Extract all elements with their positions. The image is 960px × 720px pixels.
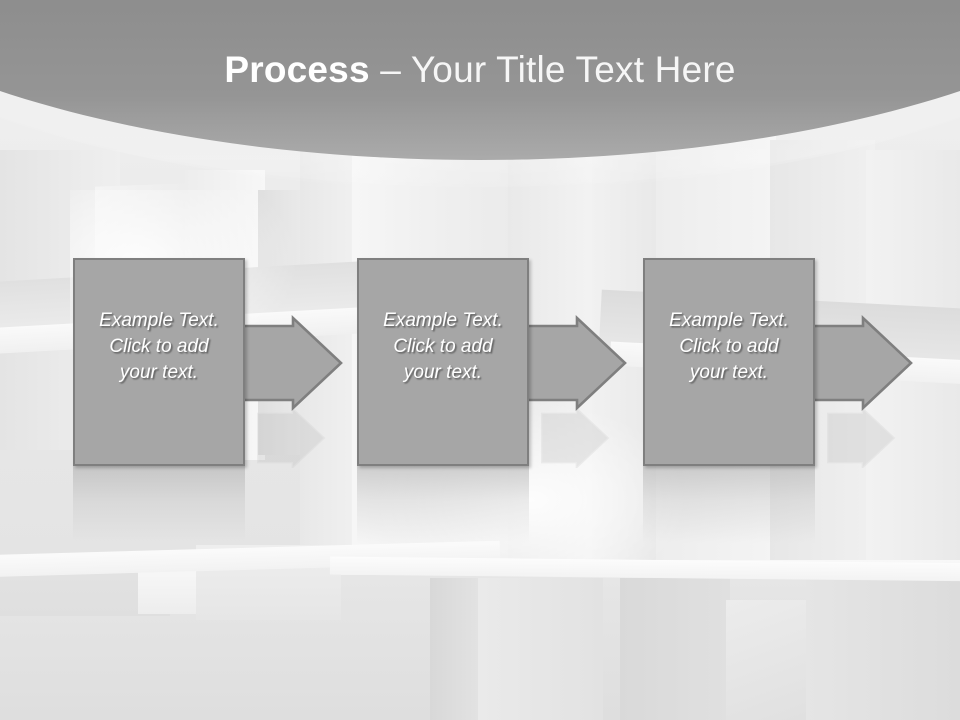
arrow-reflection (241, 406, 341, 470)
step-text-2: Example Text. Click to add your text. (359, 308, 527, 386)
header-band-sheen (0, 0, 960, 190)
title-light-part: Your Title Text Here (410, 49, 736, 90)
step-box-2[interactable]: Example Text. Click to add your text. (357, 258, 529, 466)
page-title: Process – Your Title Text Here (0, 48, 960, 92)
step-text-line-3: your text. (689, 362, 769, 383)
step-reflection (357, 465, 529, 543)
background-shape (138, 566, 196, 614)
step-text-line-2: Click to add (393, 336, 493, 357)
background-shape (806, 578, 960, 720)
step-text-line-2: Click to add (679, 336, 779, 357)
arrow-right-icon-1 (239, 314, 343, 412)
step-text-1: Example Text. Click to add your text. (75, 308, 243, 386)
step-box-3[interactable]: Example Text. Click to add your text. (643, 258, 815, 466)
step-text-line-3: your text. (119, 362, 199, 383)
step-text-3: Example Text. Click to add your text. (645, 308, 813, 386)
step-text-line-2: Click to add (109, 336, 209, 357)
arrow-reflection (811, 406, 911, 470)
arrow-right-icon-3 (809, 314, 913, 412)
step-text-line-1: Example Text. (669, 310, 789, 331)
background-shape (478, 578, 603, 720)
arrow-right-icon-2 (523, 314, 627, 412)
title-bold-part: Process (224, 49, 370, 90)
title-separator: – (369, 49, 411, 90)
background-shape (726, 600, 806, 720)
background-shape (620, 578, 730, 720)
arrow-reflection (525, 406, 625, 470)
step-text-line-1: Example Text. (383, 310, 503, 331)
step-box-1[interactable]: Example Text. Click to add your text. (73, 258, 245, 466)
step-reflection (73, 465, 245, 543)
header-banner (0, 0, 960, 230)
step-text-line-3: your text. (403, 362, 483, 383)
step-text-line-1: Example Text. (99, 310, 219, 331)
step-reflection (643, 465, 815, 543)
background-shape (430, 578, 478, 720)
